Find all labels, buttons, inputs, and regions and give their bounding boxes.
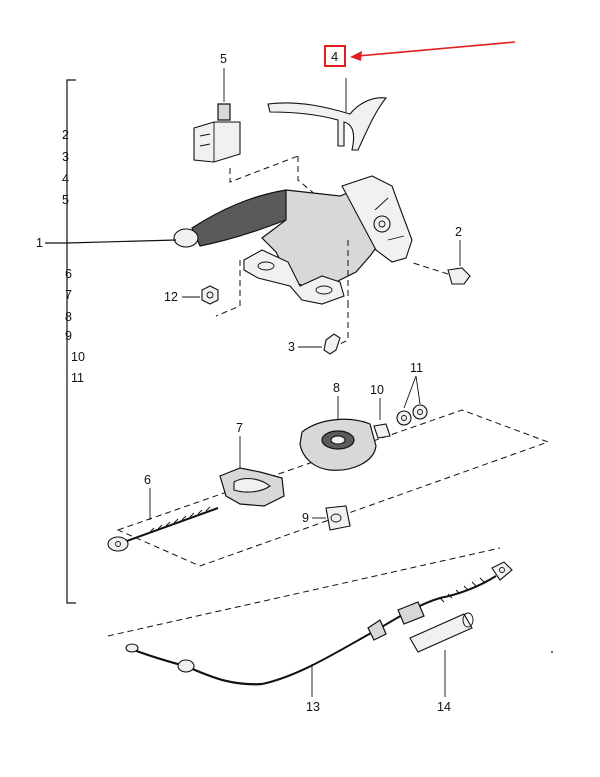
part-1-lever-assembly xyxy=(66,175,413,347)
callout-9: 9 xyxy=(302,511,309,525)
part-13-cable: 13 xyxy=(125,561,513,714)
parts-list-item: 6 xyxy=(65,267,72,281)
callout-5: 5 xyxy=(220,52,227,66)
part-3-clip: 3 xyxy=(288,333,341,355)
part-9-sleeve: 9 xyxy=(302,505,351,531)
part-2-pin: 2 xyxy=(409,225,471,285)
callout-14: 14 xyxy=(437,700,451,714)
highlight-arrow xyxy=(357,41,516,57)
callout-10: 10 xyxy=(370,383,384,397)
callout-6: 6 xyxy=(144,473,151,487)
parts-list-item: 3 xyxy=(62,150,69,164)
callout-13: 13 xyxy=(306,700,320,714)
parts-list-item: 9 xyxy=(65,329,72,343)
callout-2: 2 xyxy=(455,225,462,239)
parts-list-item: 5 xyxy=(62,193,69,207)
group-label: 1 xyxy=(36,236,43,250)
parts-list-item: 4 xyxy=(62,172,69,186)
part-4-grip xyxy=(267,78,388,151)
callout-8: 8 xyxy=(333,381,340,395)
part-8-housing: 8 xyxy=(299,381,377,471)
parts-list: 2 3 4 5 6 7 8 9 10 11 1 xyxy=(36,128,85,385)
callout-7: 7 xyxy=(236,421,243,435)
callout-12: 12 xyxy=(164,290,178,304)
callout-4: 4 xyxy=(331,49,338,64)
parts-list-item: 8 xyxy=(65,310,72,324)
part-11-washers: 11 xyxy=(396,361,428,426)
callout-3: 3 xyxy=(288,340,295,354)
parts-list-item: 2 xyxy=(62,128,69,142)
part-10-bushing: 10 xyxy=(370,383,391,439)
group-bracket xyxy=(45,79,76,604)
highlight-callout: 4 xyxy=(324,41,516,67)
part-7-segment: 7 xyxy=(219,421,285,507)
highlight-box xyxy=(324,45,346,67)
parts-list-item: 11 xyxy=(71,371,84,385)
callout-11: 11 xyxy=(410,361,423,375)
part-5-switch: 5 xyxy=(193,52,241,163)
highlight-arrowhead xyxy=(350,51,362,61)
part-14-tube: 14 xyxy=(409,612,474,714)
parts-list-item: 7 xyxy=(65,288,72,302)
part-12-nut: 12 xyxy=(164,285,219,305)
part-6-rod: 6 xyxy=(107,473,219,552)
parts-list-item: 10 xyxy=(71,350,85,364)
